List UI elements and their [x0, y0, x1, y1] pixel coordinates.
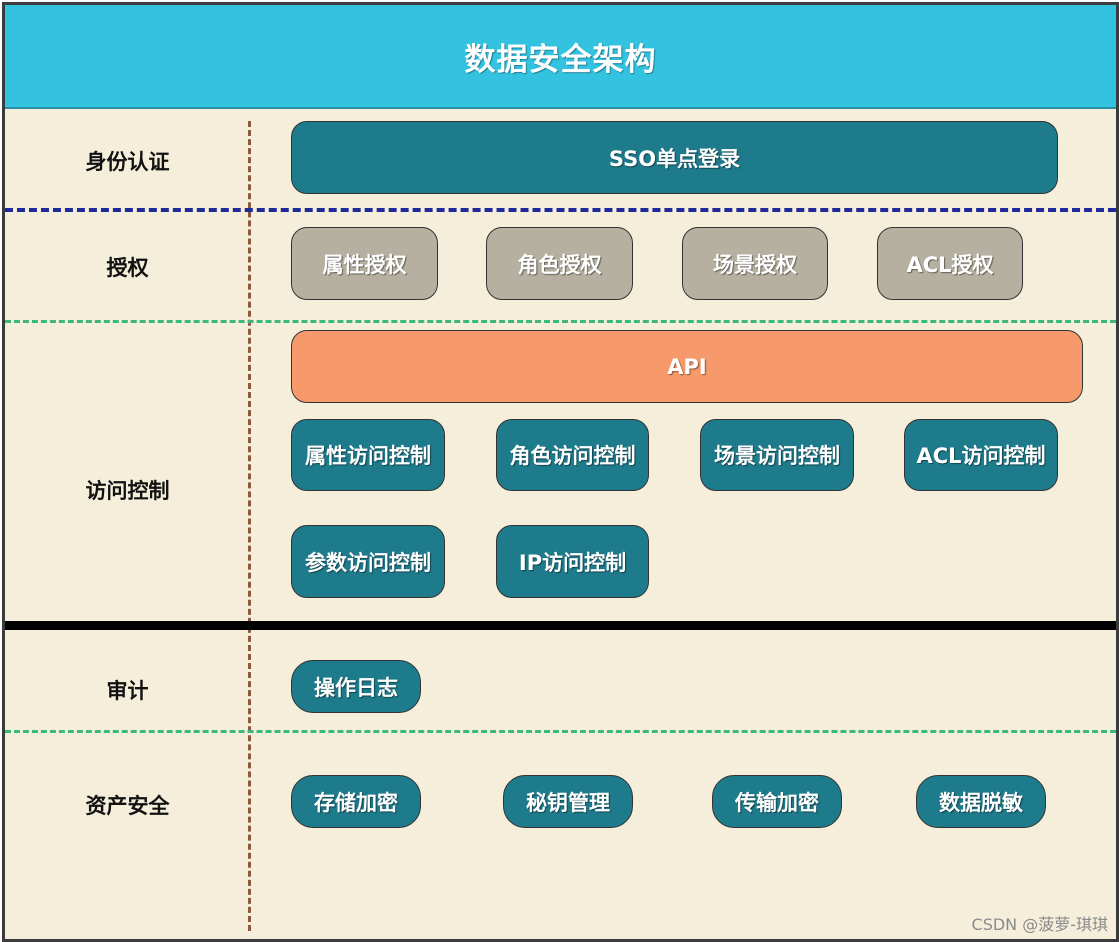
scenario-authorization-box: 场景授权: [682, 227, 828, 300]
ip-access-control-box: IP访问控制: [496, 525, 649, 598]
divider-access-audit: [5, 621, 1116, 630]
operation-log-box: 操作日志: [291, 660, 421, 713]
scenario-access-control-box: 场景访问控制: [700, 419, 854, 491]
row-label-asset-security: 资产安全: [85, 794, 170, 818]
row-label-authorization: 授权: [106, 256, 149, 280]
watermark: CSDN @菠萝-琪琪: [971, 915, 1108, 934]
parameter-access-control-box: 参数访问控制: [291, 525, 445, 598]
row-label-identity: 身份认证: [85, 150, 170, 174]
data-masking-box: 数据脱敏: [916, 775, 1046, 828]
transport-encryption-box: 传输加密: [712, 775, 842, 828]
role-access-control-box: 角色访问控制: [496, 419, 649, 491]
divider-identity-authorization: [5, 208, 1116, 212]
diagram-title: 数据安全架构: [464, 41, 657, 78]
acl-access-control-box: ACL访问控制: [904, 419, 1058, 491]
role-authorization-box: 角色授权: [486, 227, 633, 300]
title-bar: 数据安全架构: [5, 5, 1116, 109]
attribute-access-control-box: 属性访问控制: [291, 419, 445, 491]
row-label-audit: 审计: [106, 679, 149, 703]
divider-authorization-access: [5, 320, 1116, 323]
attribute-authorization-box: 属性授权: [291, 227, 438, 300]
divider-audit-asset: [5, 730, 1116, 733]
api-box: API: [291, 330, 1083, 403]
storage-encryption-box: 存储加密: [291, 775, 421, 828]
key-management-box: 秘钥管理: [503, 775, 633, 828]
vertical-divider: [248, 121, 251, 931]
row-label-access-control: 访问控制: [85, 479, 170, 503]
acl-authorization-box: ACL授权: [877, 227, 1023, 300]
sso-box: SSO单点登录: [291, 121, 1058, 194]
